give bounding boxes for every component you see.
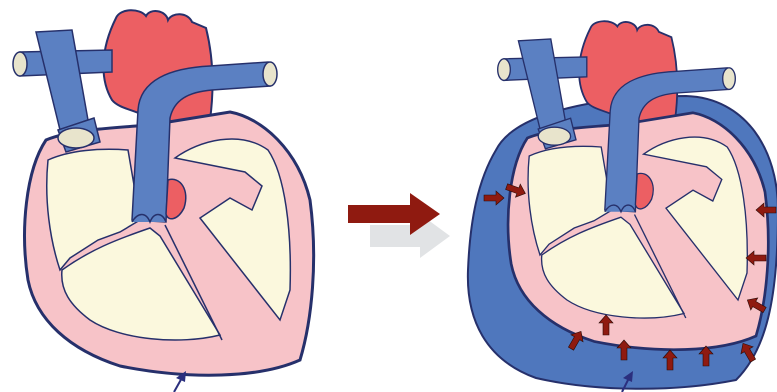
transition-arrow — [348, 193, 450, 258]
normal-heart-panel — [13, 10, 314, 392]
effusion-heart-panel — [468, 21, 777, 392]
